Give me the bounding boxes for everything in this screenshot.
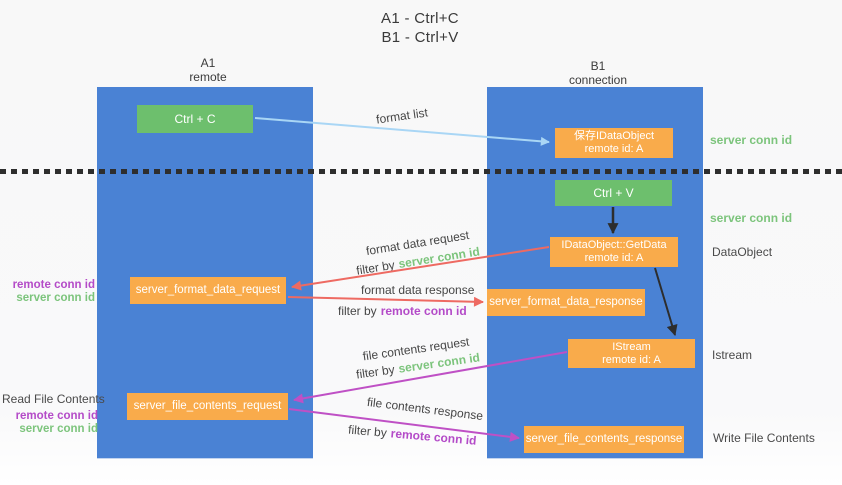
node-server-file-contents-request-label: server_file_contents_request [133,400,282,412]
annotation-conn-ids-file: remote conn id server conn id [13,410,98,436]
column-a1-title: A1 [200,56,216,70]
title-line-2: B1 - Ctrl+V [381,29,459,46]
server-conn-id-label: server conn id [19,423,98,435]
flow-label-file-contents-response: file contents response [366,394,484,424]
annotation-istream: Istream [712,348,753,362]
arrow-format-data-response [287,296,484,307]
node-server-file-contents-response-label: server_file_contents_response [525,433,683,445]
annotation-dataobject: DataObject [712,245,773,259]
column-a1-header: A1 remote [148,56,268,84]
dotted-separator-line [0,169,842,174]
node-idataobject-getdata-line2: remote id: A [584,252,644,264]
flow-label-format-list: format list [375,105,429,127]
remote-conn-id-text: remote conn id [380,304,467,318]
node-ctrl-v: Ctrl + V [555,180,672,206]
node-server-file-contents-response: server_file_contents_response [524,426,684,453]
column-a1-subtitle: remote [189,70,227,84]
title-line-1: A1 - Ctrl+C [381,10,459,27]
node-istream-line2: remote id: A [602,353,661,366]
node-idataobject-getdata-line1: IDataObject::GetData [561,239,667,251]
filter-by-text: filter by [355,362,396,382]
node-ctrl-v-label: Ctrl + V [593,185,634,200]
filter-by-text: filter by [355,257,396,278]
column-b1-subtitle: connection [568,73,628,87]
node-save-idataobject-line2: remote id: A [584,143,644,155]
node-server-format-data-response: server_format_data_response [487,289,645,316]
node-idataobject-getdata: IDataObject::GetData remote id: A [550,237,678,267]
node-save-idataobject: 保存IDataObject remote id: A [555,128,673,158]
filter-by-text: filter by [338,304,377,318]
column-b1-title: B1 [590,59,606,73]
server-conn-id-label: server conn id [16,292,95,304]
remote-conn-id-label: remote conn id [15,410,98,422]
node-server-format-data-request: server_format_data_request [130,277,286,304]
annotation-conn-ids-format: remote conn id server conn id [10,279,95,305]
node-ctrl-c-label: Ctrl + C [174,111,216,126]
node-ctrl-c: Ctrl + C [137,105,253,133]
remote-conn-id-label: remote conn id [12,279,95,291]
flow-label-format-data-response: format data response [361,283,475,297]
annotation-server-conn-id-top: server conn id [710,133,793,147]
filter-by-text: filter by [347,422,388,440]
node-server-file-contents-request: server_file_contents_request [127,393,288,420]
column-b1-header: B1 connection [538,59,658,87]
node-server-format-data-request-label: server_format_data_request [135,284,281,296]
remote-conn-id-text: remote conn id [390,426,478,448]
node-istream: IStream remote id: A [568,339,695,368]
node-server-format-data-response-label: server_format_data_response [489,296,643,308]
node-save-idataobject-line1: 保存IDataObject [573,130,655,142]
annotation-server-conn-id-mid: server conn id [710,211,793,225]
annotation-read-file-contents: Read File Contents [2,392,105,406]
annotation-write-file-contents: Write File Contents [713,431,815,445]
node-istream-line1: IStream [612,340,651,353]
diagram-title: A1 - Ctrl+C B1 - Ctrl+V [300,9,540,47]
